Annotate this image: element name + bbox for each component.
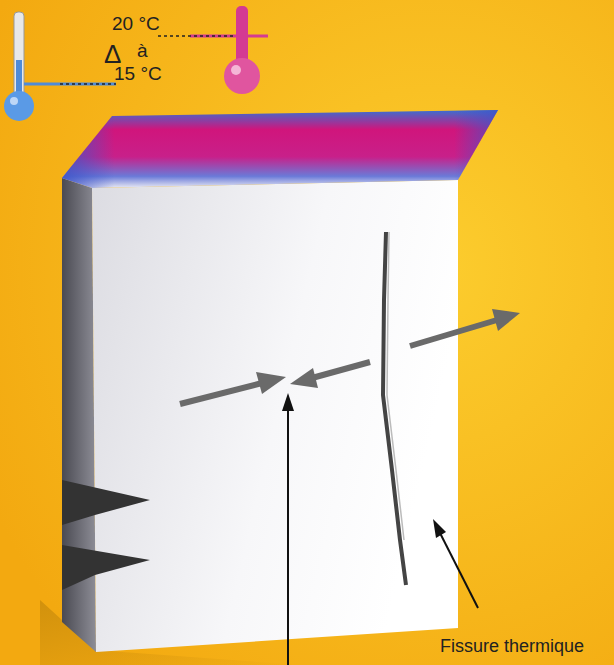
crack-label: Fissure thermique [440,637,584,657]
range-word: à [137,41,148,62]
temperature-label: 15 °C [114,64,162,85]
temperature-label: 20 °C [112,14,160,35]
